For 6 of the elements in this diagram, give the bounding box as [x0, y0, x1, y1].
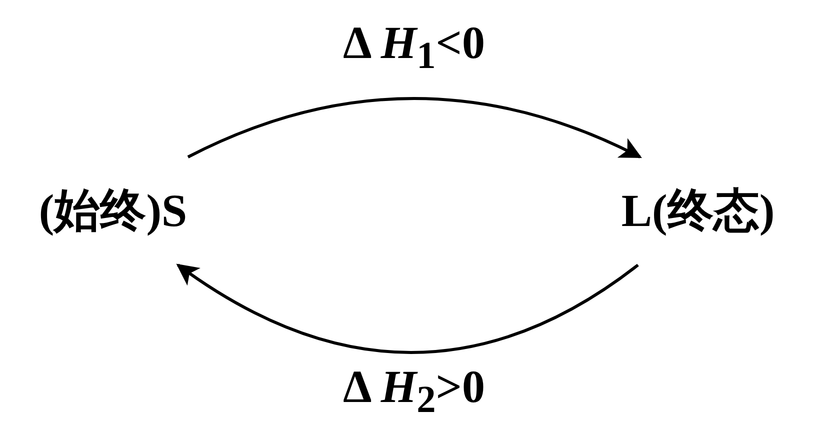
state-label: L(终态): [621, 188, 775, 234]
edge-label: Δ H$_{2}$>0: [343, 364, 485, 420]
curved-arrow: [187, 97, 642, 158]
state-label: (始终)S: [38, 188, 188, 234]
edge-label: Δ H$_{1}$<0: [343, 20, 485, 76]
curved-arrow: [176, 264, 639, 354]
